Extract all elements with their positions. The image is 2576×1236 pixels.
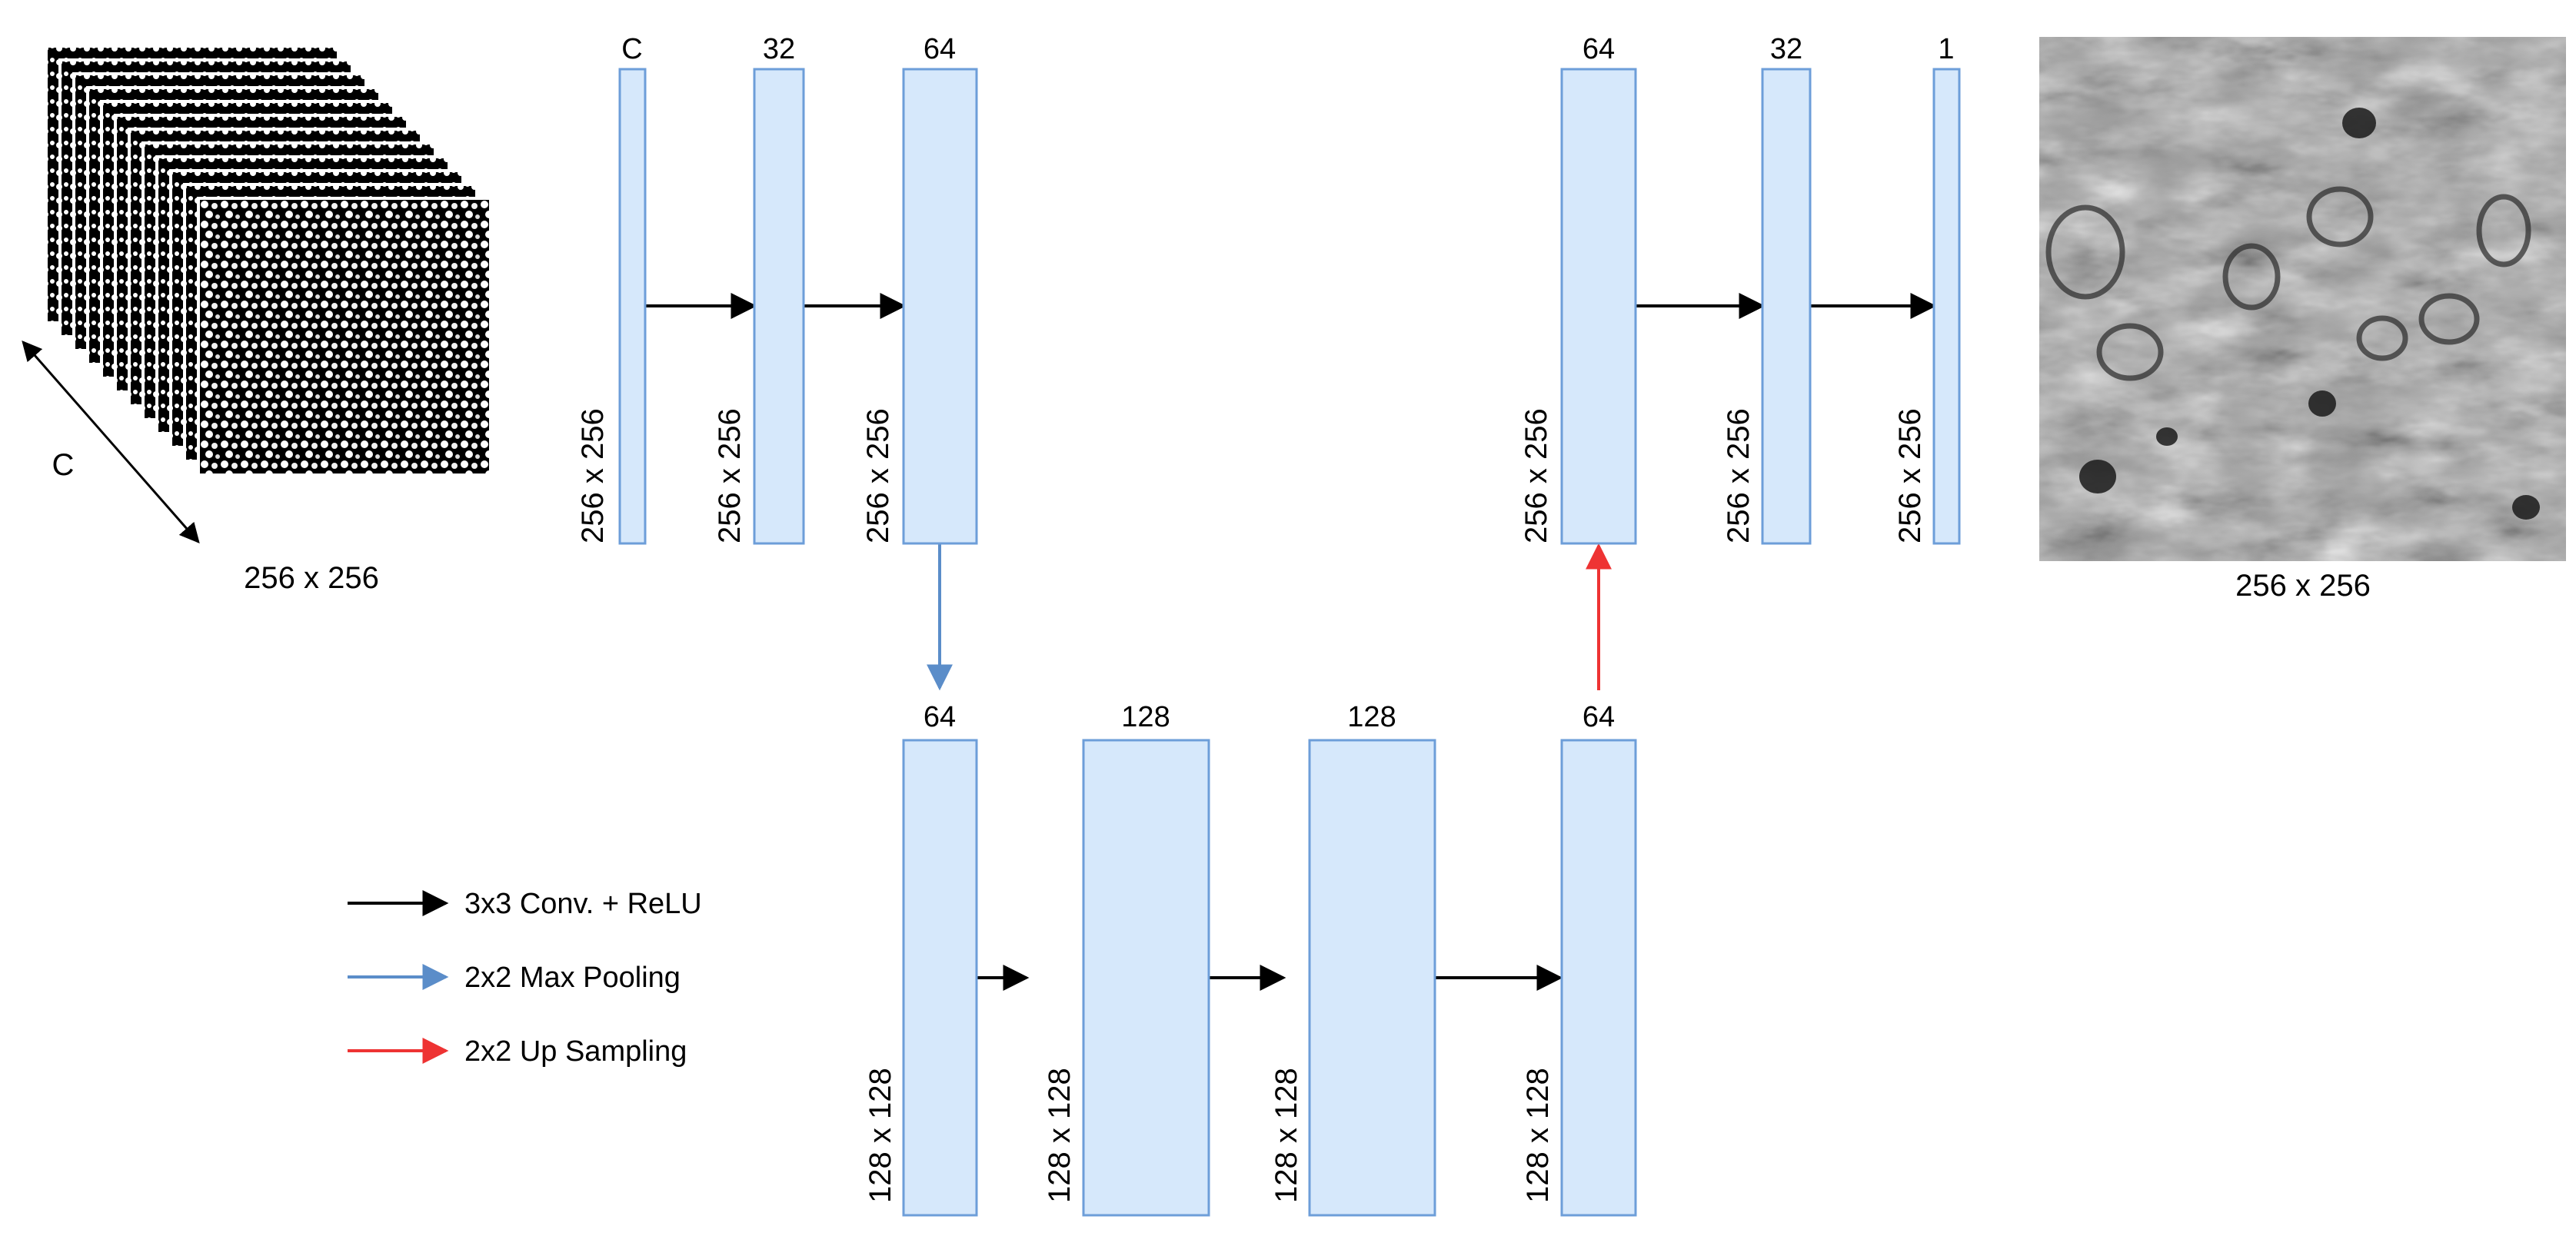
feature-block-bot3: 128 128 x 128 bbox=[1270, 701, 1436, 1217]
channel-count-label: 32 bbox=[1770, 33, 1802, 65]
feature-map-bar bbox=[1082, 739, 1210, 1217]
grayscale-histology-texture-icon bbox=[2039, 37, 2566, 561]
spatial-size-label: 256 x 256 bbox=[713, 408, 747, 543]
spatial-size-label: 128 x 128 bbox=[1270, 1068, 1303, 1203]
feature-map-bar bbox=[1308, 739, 1436, 1217]
feature-block-dec2: 32 256 x 256 bbox=[1722, 33, 1812, 545]
spatial-size-label: 128 x 128 bbox=[1043, 1068, 1077, 1203]
spatial-size-label: 256 x 256 bbox=[1893, 408, 1927, 543]
channel-count-label: 128 bbox=[1121, 701, 1170, 733]
feature-map-bar bbox=[1560, 68, 1637, 545]
connections bbox=[645, 293, 1937, 991]
feature-map-bar bbox=[1932, 68, 1961, 545]
feature-block-bot1: 64 128 x 128 bbox=[864, 701, 978, 1217]
feature-map-bar bbox=[902, 68, 978, 545]
legend-conv-label: 3x3 Conv. + ReLU bbox=[464, 888, 702, 920]
input-depth-label: C bbox=[52, 448, 75, 482]
channel-count-label: 128 bbox=[1347, 701, 1396, 733]
spatial-size-label: 256 x 256 bbox=[576, 408, 610, 543]
stacked-binary-nuclei-mask-icon bbox=[45, 45, 492, 477]
legend-item-pool: 2x2 Max Pooling bbox=[348, 962, 681, 994]
output-size-label: 256 x 256 bbox=[2235, 569, 2371, 603]
channel-count-label: 1 bbox=[1938, 33, 1954, 65]
feature-block-dec3: 1 256 x 256 bbox=[1893, 33, 1961, 545]
channel-count-label: C bbox=[621, 33, 642, 65]
feature-block-bot2: 128 128 x 128 bbox=[1043, 701, 1210, 1217]
legend-item-up: 2x2 Up Sampling bbox=[348, 1035, 687, 1068]
legend-up-label: 2x2 Up Sampling bbox=[464, 1035, 687, 1068]
channel-count-label: 64 bbox=[924, 33, 956, 65]
spatial-size-label: 256 x 256 bbox=[1519, 408, 1553, 543]
spatial-size-label: 256 x 256 bbox=[861, 408, 895, 543]
feature-block-enc1: C 256 x 256 bbox=[576, 33, 647, 545]
feature-map-bar bbox=[753, 68, 805, 545]
spatial-size-label: 128 x 128 bbox=[864, 1068, 897, 1203]
feature-map-blocks: C 256 x 256 32 256 x 256 64 256 x 256 64… bbox=[576, 33, 1961, 1217]
feature-map-bar bbox=[902, 739, 978, 1217]
input-size-label: 256 x 256 bbox=[244, 561, 379, 595]
channel-count-label: 64 bbox=[1583, 701, 1615, 733]
channel-count-label: 64 bbox=[924, 701, 956, 733]
channel-count-label: 64 bbox=[1583, 33, 1615, 65]
legend-pool-label: 2x2 Max Pooling bbox=[464, 962, 681, 994]
feature-map-bar bbox=[1761, 68, 1812, 545]
channel-count-label: 32 bbox=[763, 33, 795, 65]
output-image: 256 x 256 bbox=[2039, 37, 2566, 603]
legend-item-conv: 3x3 Conv. + ReLU bbox=[348, 888, 702, 920]
input-image-stack: C 256 x 256 bbox=[22, 45, 492, 595]
feature-block-enc2: 32 256 x 256 bbox=[713, 33, 805, 545]
feature-map-bar bbox=[1560, 739, 1637, 1217]
spatial-size-label: 128 x 128 bbox=[1521, 1068, 1555, 1203]
feature-map-bar bbox=[618, 68, 647, 545]
stack-front-layer bbox=[197, 197, 492, 477]
feature-block-dec1: 64 256 x 256 bbox=[1519, 33, 1637, 545]
depth-dimension-arrow bbox=[22, 341, 200, 543]
feature-block-enc3: 64 256 x 256 bbox=[861, 33, 978, 545]
spatial-size-label: 256 x 256 bbox=[1722, 408, 1756, 543]
legend: 3x3 Conv. + ReLU 2x2 Max Pooling 2x2 Up … bbox=[348, 888, 702, 1068]
feature-block-bot4: 64 128 x 128 bbox=[1521, 701, 1637, 1217]
